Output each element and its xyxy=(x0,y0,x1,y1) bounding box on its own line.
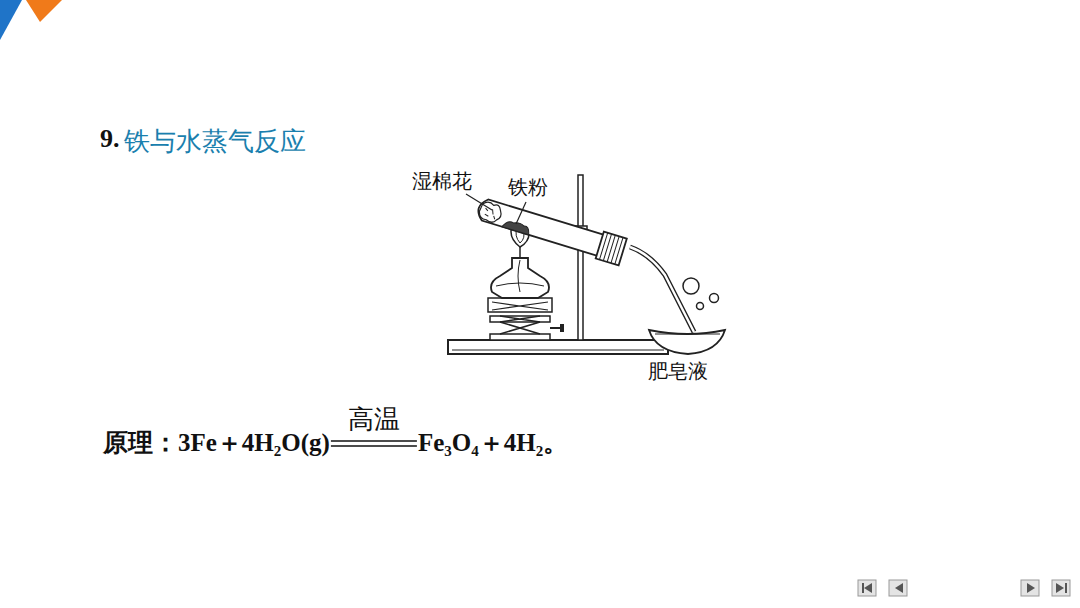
section-number: 9. xyxy=(100,124,120,154)
leader-line xyxy=(516,202,526,224)
slide-title: 铁与水蒸气反应 xyxy=(124,124,306,159)
condition-line xyxy=(331,441,417,446)
iron-powder xyxy=(502,219,531,235)
part-label: 铁粉 xyxy=(508,174,548,201)
equation-text: 原理：3Fe＋4H₂O(g) xyxy=(103,426,330,459)
stand-rod xyxy=(578,175,583,340)
equation-text: Fe₃O₄＋4H₂。 xyxy=(418,426,568,459)
stopper xyxy=(596,232,627,266)
soap-dish xyxy=(649,330,725,354)
bubble xyxy=(683,278,699,294)
part-label: 湿棉花 xyxy=(412,168,472,195)
test-tube xyxy=(475,195,627,266)
nav-buttons xyxy=(858,580,1070,596)
reaction-condition: 高温 xyxy=(348,402,400,437)
corner-decoration xyxy=(26,0,62,22)
alcohol-lamp xyxy=(491,258,549,298)
corner-decoration xyxy=(0,0,22,40)
bubble xyxy=(697,303,704,310)
stand-base xyxy=(448,340,668,354)
part-label: 肥皂液 xyxy=(648,358,708,385)
leader-line xyxy=(466,194,492,210)
bubble xyxy=(710,294,719,303)
